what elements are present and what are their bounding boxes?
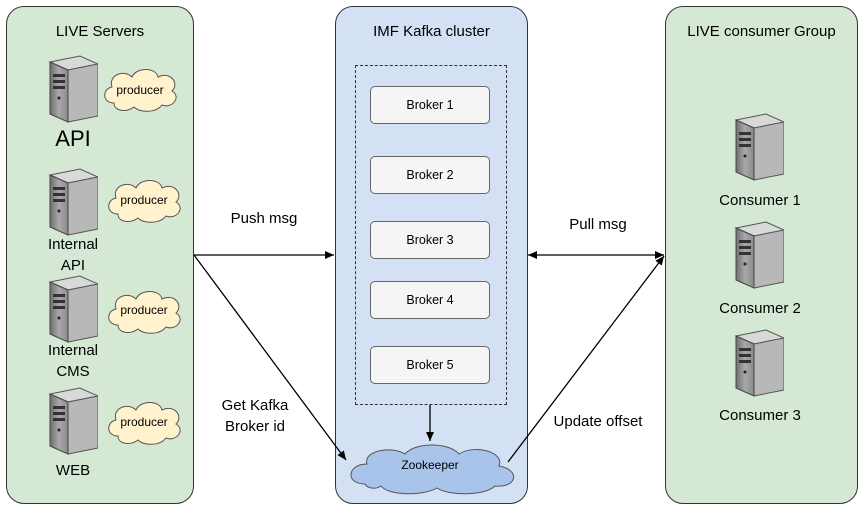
push-msg-label: Push msg bbox=[230, 210, 298, 227]
internal-cms-producer-label: producer bbox=[120, 303, 168, 317]
zookeeper-label: Zookeeper bbox=[401, 458, 459, 472]
web-server-label: WEB bbox=[55, 462, 91, 479]
zookeeper-cloud-icon bbox=[350, 444, 514, 495]
consumer-3-label: Consumer 3 bbox=[719, 407, 801, 424]
consumer-group-title: LIVE consumer Group bbox=[687, 23, 836, 40]
live-servers-title: LIVE Servers bbox=[55, 23, 145, 40]
update-offset-edge bbox=[507, 255, 665, 463]
internal-api-producer-label: producer bbox=[120, 193, 168, 207]
kafka-cluster-panel: IMF Kafka cluster bbox=[335, 6, 528, 504]
update-offset-label: Update offset bbox=[553, 413, 643, 430]
broker-1: Broker 1 bbox=[370, 86, 490, 124]
get-broker-edge bbox=[193, 254, 347, 461]
broker-5: Broker 5 bbox=[370, 346, 490, 384]
get-broker-label: Get Kafka Broker id bbox=[221, 397, 289, 435]
consumer-1-label: Consumer 1 bbox=[719, 192, 801, 209]
broker-4: Broker 4 bbox=[370, 281, 490, 319]
pull-msg-label: Pull msg bbox=[569, 216, 627, 233]
internal-cms-server-label: Internal CMS bbox=[47, 342, 99, 380]
broker-2: Broker 2 bbox=[370, 156, 490, 194]
broker-3: Broker 3 bbox=[370, 221, 490, 259]
api-server-label: API bbox=[55, 126, 91, 151]
api-producer-label: producer bbox=[116, 83, 164, 97]
broker-container bbox=[355, 65, 507, 405]
consumer-2-label: Consumer 2 bbox=[719, 300, 801, 317]
kafka-cluster-title: IMF Kafka cluster bbox=[373, 23, 490, 40]
web-producer-label: producer bbox=[120, 415, 168, 429]
internal-api-server-label: Internal API bbox=[47, 236, 99, 274]
